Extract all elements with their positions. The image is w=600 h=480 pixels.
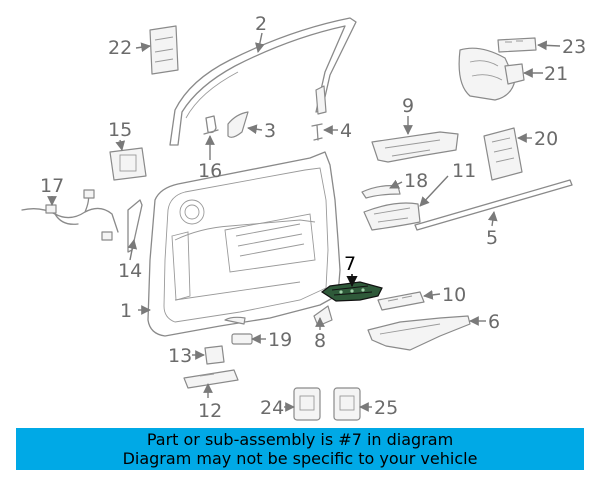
part-13-clip xyxy=(204,345,225,365)
callout-5: 5 xyxy=(486,227,498,249)
part-19-pad xyxy=(231,333,253,345)
callout-13: 13 xyxy=(168,345,192,367)
callout-15: 15 xyxy=(108,119,132,141)
part-8-cover xyxy=(313,305,333,327)
callout-6: 6 xyxy=(488,311,500,333)
callout-20: 20 xyxy=(534,128,558,150)
callout-17: 17 xyxy=(40,175,64,197)
part-2-window-frame xyxy=(169,17,357,146)
part-20-window-switch xyxy=(483,127,523,181)
part-10-switch-panel xyxy=(377,291,425,311)
part-11-handle-housing xyxy=(363,202,421,231)
part-5-weatherstrip xyxy=(414,179,573,231)
part-24-switch xyxy=(293,387,321,421)
part-16-clip xyxy=(203,115,219,135)
banner-line-1: Part or sub-assembly is #7 in diagram xyxy=(146,430,454,449)
callout-10: 10 xyxy=(442,284,466,306)
callout-12: 12 xyxy=(198,400,222,422)
part-14-seal xyxy=(127,199,143,253)
callout-11: 11 xyxy=(452,160,476,182)
callout-16: 16 xyxy=(198,160,222,182)
part-21-seat-switch xyxy=(458,47,525,101)
part-23-switch xyxy=(497,37,537,53)
info-banner: Part or sub-assembly is #7 in diagram Di… xyxy=(16,428,584,470)
callout-18: 18 xyxy=(404,170,428,192)
part-3-trim xyxy=(227,111,249,138)
callout-3: 3 xyxy=(264,120,276,142)
leader-lines xyxy=(47,32,561,412)
part-18-handle xyxy=(361,185,401,199)
callout-21: 21 xyxy=(544,63,568,85)
callout-22: 22 xyxy=(108,37,132,59)
callout-labels: 2 22 23 21 9 20 3 4 15 16 17 18 11 5 14 … xyxy=(40,13,586,422)
banner-line-2: Diagram may not be specific to your vehi… xyxy=(122,449,478,468)
part-9-armrest-cover xyxy=(371,131,459,163)
part-12-plate xyxy=(183,369,239,389)
callout-2: 2 xyxy=(255,13,267,35)
callout-9: 9 xyxy=(402,95,414,117)
callout-19: 19 xyxy=(268,329,292,351)
callout-4: 4 xyxy=(340,120,352,142)
part-1-door-panel xyxy=(147,151,341,337)
callout-23: 23 xyxy=(562,36,586,58)
callout-14: 14 xyxy=(118,260,142,282)
callout-1: 1 xyxy=(120,300,132,322)
part-15-speaker xyxy=(109,147,147,181)
callout-25: 25 xyxy=(374,397,398,419)
callout-8: 8 xyxy=(314,330,326,352)
part-17-wiring-harness xyxy=(21,189,119,241)
parts-diagram: 2 22 23 21 9 20 3 4 15 16 17 18 11 5 14 … xyxy=(21,13,586,422)
callout-24: 24 xyxy=(260,397,284,419)
part-4-clip xyxy=(311,123,323,141)
part-6-armrest xyxy=(367,315,471,351)
part-25-switch xyxy=(333,387,361,421)
part-22-bracket xyxy=(149,25,179,75)
part-7-switch-bezel xyxy=(320,281,383,302)
callout-7-highlighted: 7 xyxy=(344,253,356,275)
